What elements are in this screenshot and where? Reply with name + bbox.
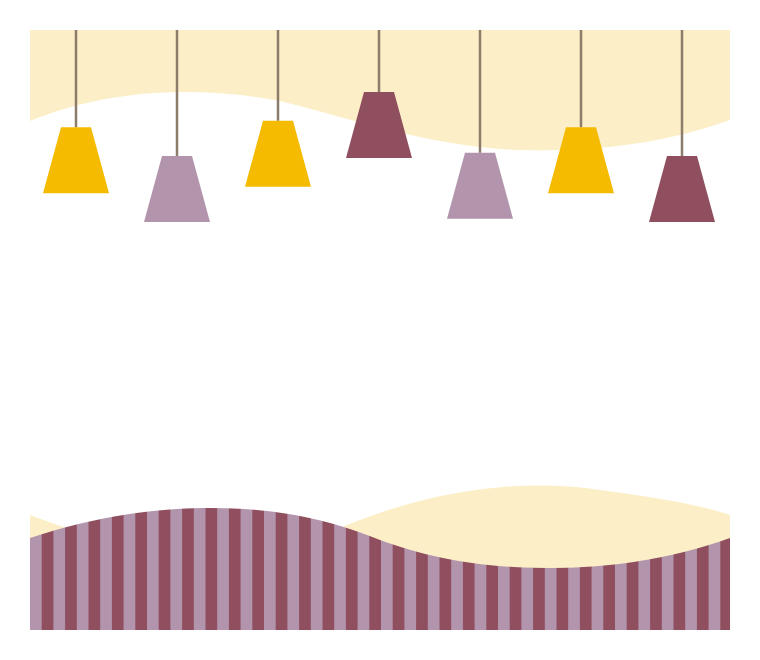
stripe	[100, 508, 113, 630]
stripe	[205, 508, 218, 630]
stripe	[147, 508, 160, 630]
stripe	[217, 508, 230, 630]
stripe	[252, 508, 265, 630]
lamp-shade-icon	[144, 156, 210, 222]
hanging-lamps	[43, 30, 715, 222]
lamp-shade-icon	[548, 127, 614, 194]
lamp-5	[447, 30, 513, 219]
stripe	[310, 508, 323, 630]
stripe	[170, 508, 183, 630]
stripe	[322, 508, 335, 630]
lamp-shade-icon	[447, 152, 513, 219]
stripe	[135, 508, 148, 630]
stripe	[158, 508, 171, 630]
stripe	[720, 508, 730, 630]
stripe	[182, 508, 195, 630]
lamp-3	[245, 30, 311, 187]
lamp-7	[649, 30, 715, 222]
lamp-6	[548, 30, 614, 194]
stripe	[299, 508, 312, 630]
stripe	[53, 508, 66, 630]
stripe	[41, 508, 54, 630]
stripe	[30, 508, 43, 630]
stripe	[264, 508, 277, 630]
stripe	[275, 508, 288, 630]
stripe	[357, 508, 370, 630]
lamp-2	[144, 30, 210, 222]
stripe	[228, 508, 241, 630]
stripe	[287, 508, 300, 630]
stripe	[334, 508, 347, 630]
stripe	[345, 508, 358, 630]
lamp-4	[346, 30, 412, 158]
lamp-shade-icon	[245, 120, 311, 187]
stripe	[88, 508, 101, 630]
stripe	[111, 508, 124, 630]
stripe	[123, 508, 136, 630]
stripe	[193, 508, 206, 630]
stripe	[65, 508, 78, 630]
lamp-shade-icon	[649, 156, 715, 222]
stripe	[240, 508, 253, 630]
lamp-1	[43, 30, 109, 194]
stripe	[76, 508, 89, 630]
lamp-shade-icon	[43, 127, 109, 194]
lamp-shade-icon	[346, 92, 412, 158]
